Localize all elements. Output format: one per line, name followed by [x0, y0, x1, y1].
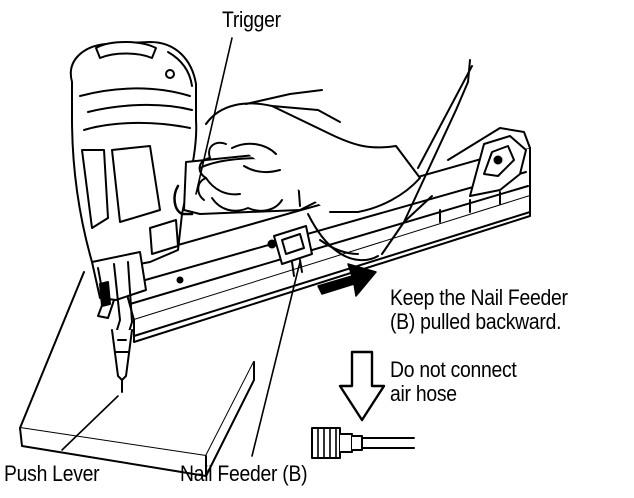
nose-assembly — [91, 251, 147, 393]
hand — [197, 59, 473, 262]
nail-feeder-label: Nail Feeder (B) — [180, 461, 308, 486]
trigger-label: Trigger — [222, 7, 281, 32]
no-hose-label-line2: air hose — [390, 381, 457, 406]
magazine — [117, 127, 531, 343]
nail-gun-head — [69, 41, 198, 271]
air-hose-coupler-icon — [311, 427, 415, 459]
keep-feeder-label-line1: Keep the Nail Feeder — [390, 285, 568, 310]
keep-feeder-label-line2: (B) pulled backward. — [390, 309, 562, 334]
leader-lines — [61, 37, 301, 457]
no-hose-label-line1: Do not connect — [390, 357, 517, 382]
nail-feeder-slider — [273, 225, 313, 277]
wood-board — [19, 271, 255, 477]
down-arrow-icon — [338, 350, 386, 422]
right-arrow-icon — [317, 263, 377, 297]
push-lever-label: Push Lever — [4, 461, 100, 486]
